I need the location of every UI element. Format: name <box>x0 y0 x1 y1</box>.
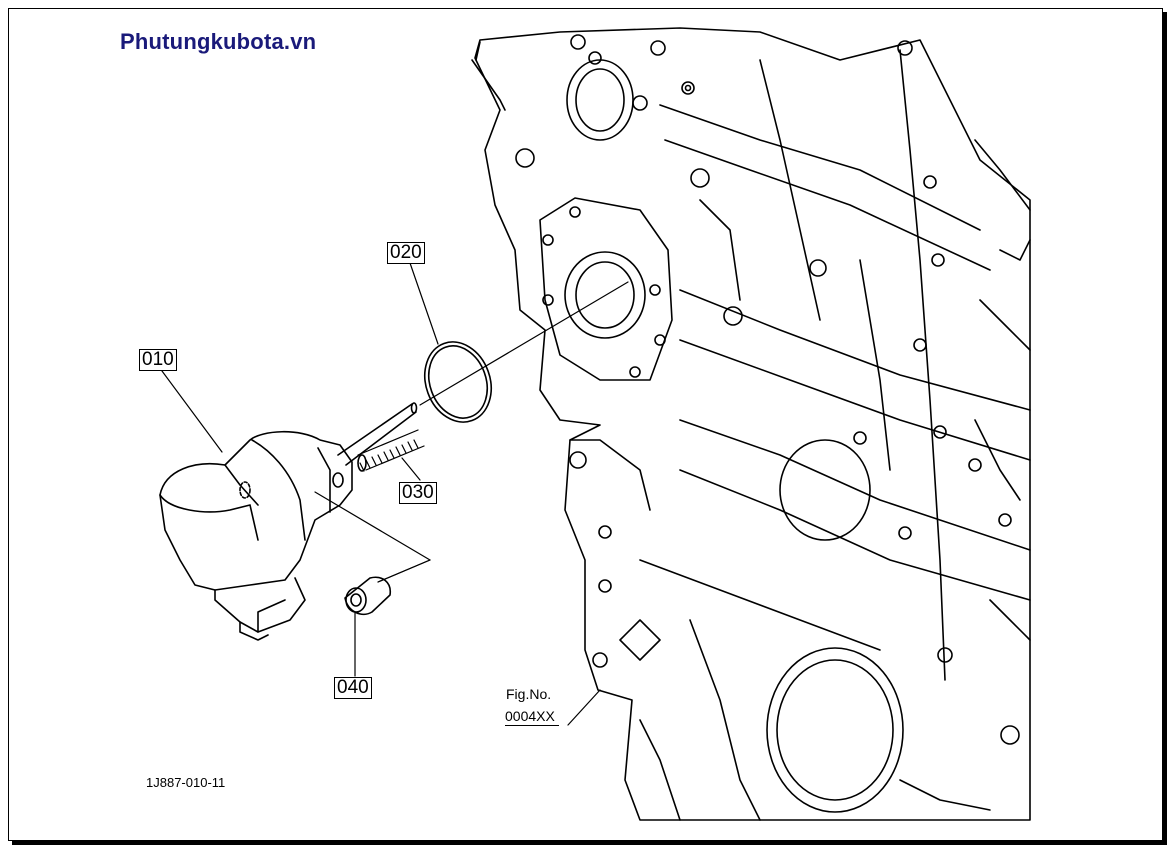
gear-case-housing <box>471 27 1031 821</box>
callout-020[interactable]: 020 <box>387 242 425 264</box>
callout-030[interactable]: 030 <box>399 482 437 504</box>
callout-040[interactable]: 040 <box>334 677 372 699</box>
document-code: 1J887-010-11 <box>146 775 226 790</box>
part-020-o-ring <box>424 341 492 423</box>
assembly-lines <box>161 262 629 726</box>
figure-reference-number[interactable]: 0004XX <box>505 707 559 726</box>
part-030-spring <box>357 429 425 472</box>
frame-shadow-right <box>1163 12 1167 845</box>
brand-watermark: Phutungkubota.vn <box>120 29 317 54</box>
diagram-frame <box>8 8 1163 841</box>
figure-reference-label: Fig.No. <box>506 686 552 702</box>
part-040-collar <box>344 576 392 616</box>
part-010-valve-body <box>159 402 418 641</box>
frame-shadow-bottom <box>12 841 1167 845</box>
callout-010[interactable]: 010 <box>139 349 177 371</box>
